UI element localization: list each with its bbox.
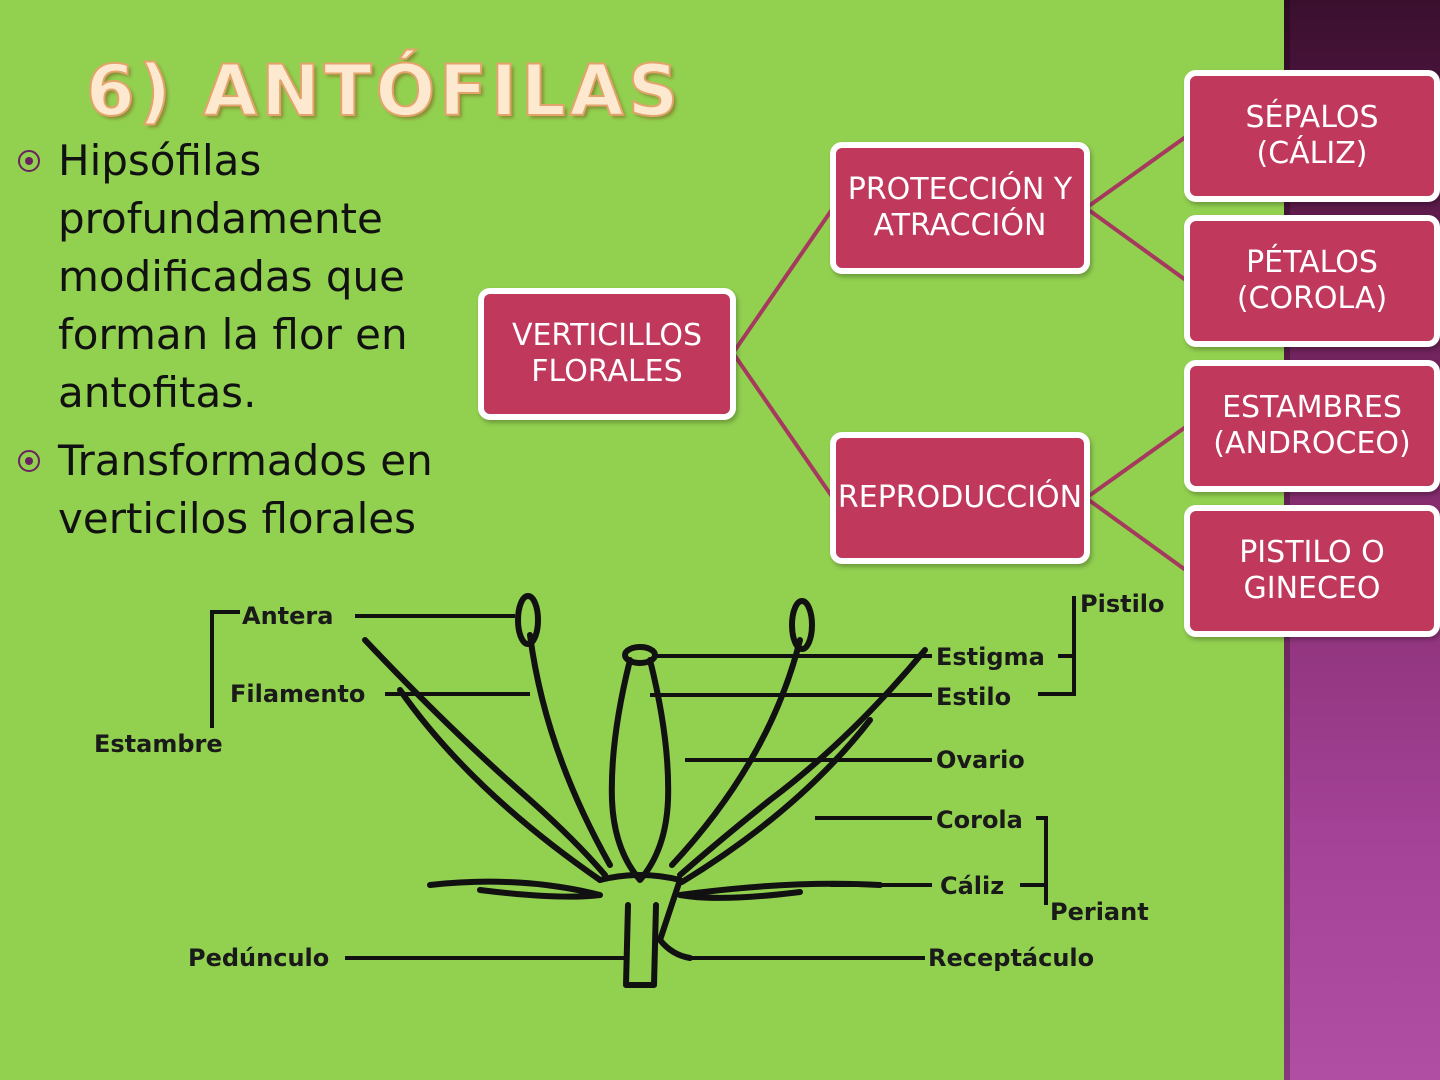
bullet-circle-icon bbox=[18, 450, 40, 472]
tree-node-estambres: ESTAMBRES (ANDROCEO) bbox=[1184, 360, 1440, 492]
peduncle-shape bbox=[623, 902, 659, 988]
stamen-left-filament bbox=[527, 632, 613, 868]
sepal-left bbox=[427, 878, 603, 900]
bracket-periant bbox=[1020, 816, 1048, 905]
petal-right-inner bbox=[679, 717, 873, 885]
bullet-item: Hipsófilas profundamente modificadas que… bbox=[18, 132, 458, 422]
label-filamento: Filamento bbox=[230, 680, 365, 708]
label-estambre: Estambre bbox=[94, 730, 223, 758]
label-periant: Periant bbox=[1050, 898, 1149, 926]
bracket-pistilo bbox=[1038, 596, 1076, 696]
connector-reproduccion-pistilo bbox=[1084, 496, 1189, 573]
label-receptaculo: Receptáculo bbox=[928, 944, 1094, 972]
label-ovario: Ovario bbox=[936, 746, 1025, 774]
anther-right bbox=[789, 598, 815, 652]
bullet-item: Transformados en verticilos florales bbox=[18, 432, 458, 548]
tree-node-pistilo-gineceo: PISTILO O GINECEO bbox=[1184, 505, 1440, 637]
petal-left-inner bbox=[397, 687, 603, 883]
tree-node-petalos: PÉTALOS (COROLA) bbox=[1184, 215, 1440, 347]
leader-lines bbox=[210, 596, 1076, 960]
tree-node-proteccion-atraccion: PROTECCIÓN Y ATRACCIÓN bbox=[830, 142, 1090, 274]
label-estilo: Estilo bbox=[936, 683, 1011, 711]
receptacle-shape bbox=[597, 872, 693, 961]
connector-proteccion-sepalos bbox=[1084, 134, 1189, 210]
label-antera: Antera bbox=[242, 602, 333, 630]
bullet-list: Hipsófilas profundamente modificadas que… bbox=[18, 132, 458, 558]
bullet-text: Hipsófilas profundamente modificadas que… bbox=[58, 136, 408, 417]
label-estigma: Estigma bbox=[936, 643, 1045, 671]
connector-proteccion-petalos bbox=[1084, 206, 1189, 283]
label-pedunculo: Pedúnculo bbox=[188, 944, 329, 972]
stigma-shape bbox=[622, 644, 658, 666]
label-corola: Corola bbox=[936, 806, 1023, 834]
bracket-estambre bbox=[210, 610, 240, 728]
connector-reproduccion-estambres bbox=[1084, 424, 1189, 500]
connector-root-proteccion bbox=[731, 206, 835, 355]
petal-right bbox=[677, 647, 928, 878]
anther-left bbox=[515, 593, 541, 647]
tree-node-reproduccion: REPRODUCCIÓN bbox=[830, 432, 1090, 564]
connector-root-reproduccion bbox=[731, 351, 835, 500]
petal-left bbox=[362, 637, 608, 878]
tree-node-verticillos-florales: VERTICILLOS FLORALES bbox=[478, 288, 736, 420]
pistil-shape bbox=[608, 657, 672, 883]
stamen-right-filament bbox=[669, 637, 803, 868]
bullet-text: Transformados en verticilos florales bbox=[58, 436, 433, 543]
slide-title: 6) ANTÓFILAS bbox=[85, 49, 683, 133]
bullet-circle-icon bbox=[18, 150, 40, 172]
label-pistilo: Pistilo bbox=[1080, 590, 1165, 618]
tree-node-sepalos: SÉPALOS (CÁLIZ) bbox=[1184, 70, 1440, 202]
label-caliz: Cáliz bbox=[940, 872, 1004, 900]
